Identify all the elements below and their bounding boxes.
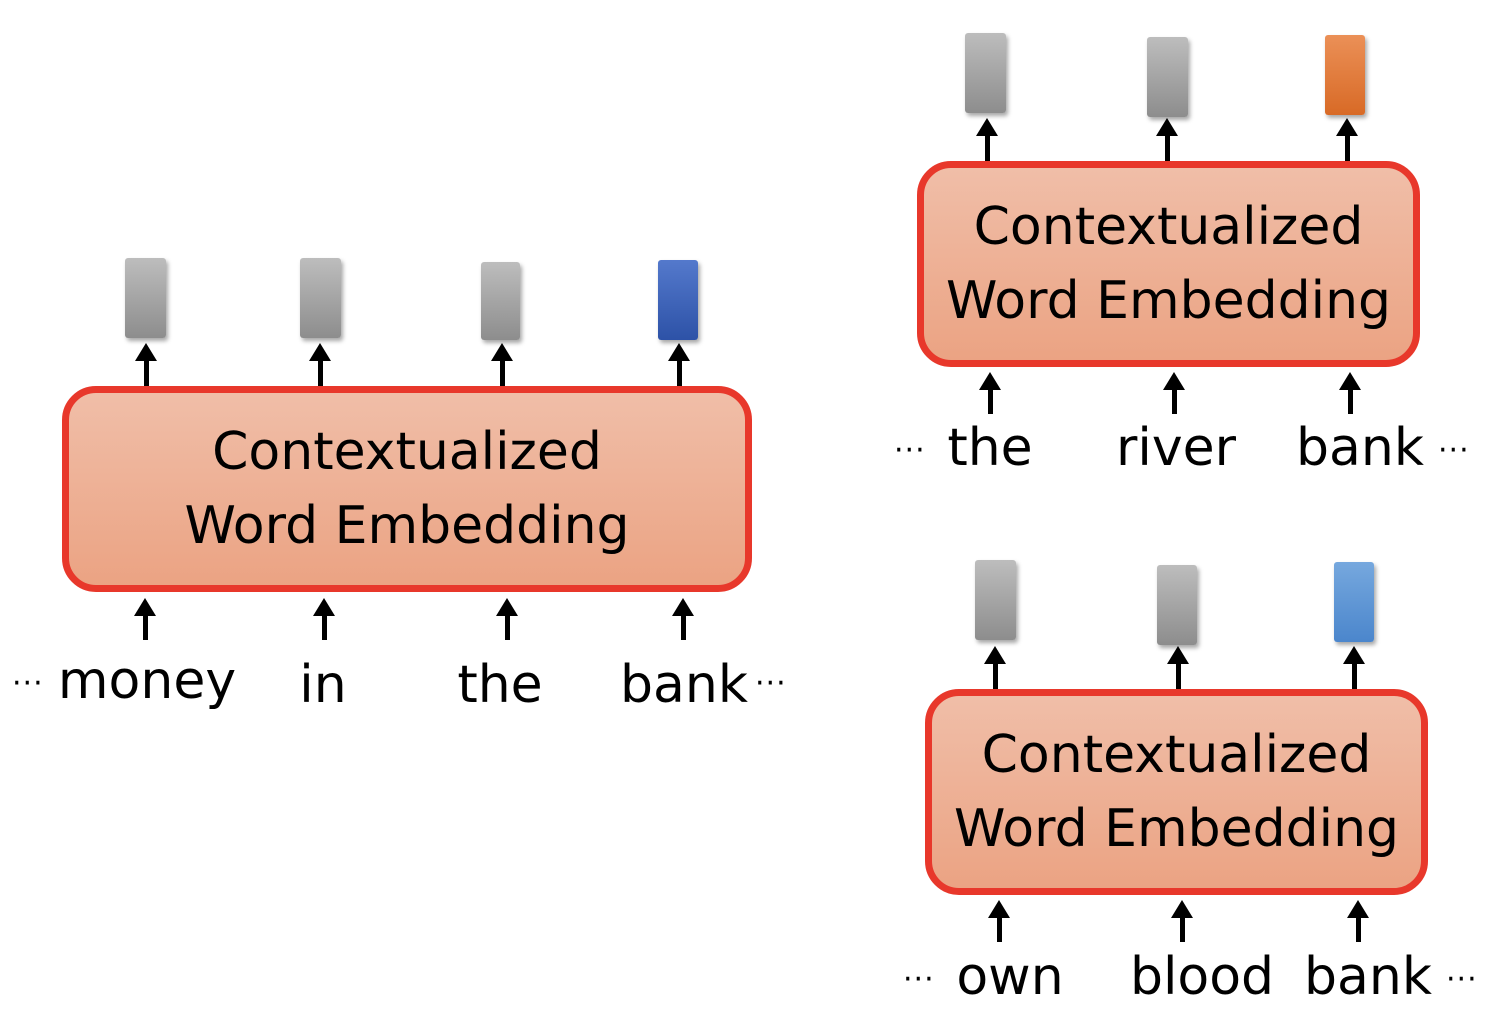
box-title-line-1: Contextualized [973,197,1364,257]
arrow-up-icon [309,343,331,387]
ellipsis-trailing: ··· [1446,962,1478,997]
arrow-up-icon [491,343,513,387]
output-vector [1157,565,1197,645]
arrow-up-icon [976,118,998,162]
box-title-line-2: Word Embedding [184,496,630,556]
input-token: bank [1296,418,1424,478]
arrow-up-icon [1339,372,1361,414]
embedding-box: Contextualized Word Embedding [925,689,1428,895]
arrow-up-icon [984,646,1006,690]
arrow-up-icon [672,598,694,640]
box-title-line-1: Contextualized [212,422,602,482]
arrow-up-icon [1347,900,1369,942]
arrow-up-icon [135,343,157,387]
embedding-box: Contextualized Word Embedding [62,386,752,592]
box-title-line-1: Contextualized [981,725,1372,785]
input-token: bank [1304,947,1432,1007]
ellipsis-trailing: ··· [755,666,787,701]
arrow-up-icon [979,372,1001,414]
arrow-up-icon [313,598,335,640]
box-title-line-2: Word Embedding [953,799,1400,859]
input-token: own [956,947,1064,1007]
arrow-up-icon [1167,646,1189,690]
input-token: in [299,655,347,715]
input-token: blood [1129,947,1275,1007]
arrow-up-icon [1156,118,1178,162]
ellipsis-leading: ··· [12,666,44,701]
arrow-up-icon [1336,118,1358,162]
arrow-up-icon [134,598,156,640]
output-vector [965,33,1006,113]
arrow-up-icon [1343,646,1365,690]
input-token: river [1116,418,1236,478]
arrow-up-icon [1163,372,1185,414]
ellipsis-leading: ··· [894,433,926,468]
arrow-up-icon [1171,900,1193,942]
arrow-up-icon [988,900,1010,942]
output-vector-bank-blood [1334,562,1374,642]
output-vector [1147,37,1188,117]
output-vector-bank-money [658,260,698,340]
ellipsis-leading: ··· [903,962,935,997]
input-token: the [947,418,1033,478]
output-vector [125,258,166,338]
ellipsis-trailing: ··· [1438,433,1470,468]
arrow-up-icon [496,598,518,640]
output-vector [481,262,520,340]
box-title-line-2: Word Embedding [945,271,1392,331]
input-token: the [457,655,543,715]
embedding-box: Contextualized Word Embedding [917,161,1420,367]
output-vector [975,560,1016,640]
input-token: bank [620,655,748,715]
output-vector-bank-river [1325,35,1365,115]
output-vector [300,258,341,338]
input-token: money [57,651,237,711]
arrow-up-icon [668,343,690,387]
